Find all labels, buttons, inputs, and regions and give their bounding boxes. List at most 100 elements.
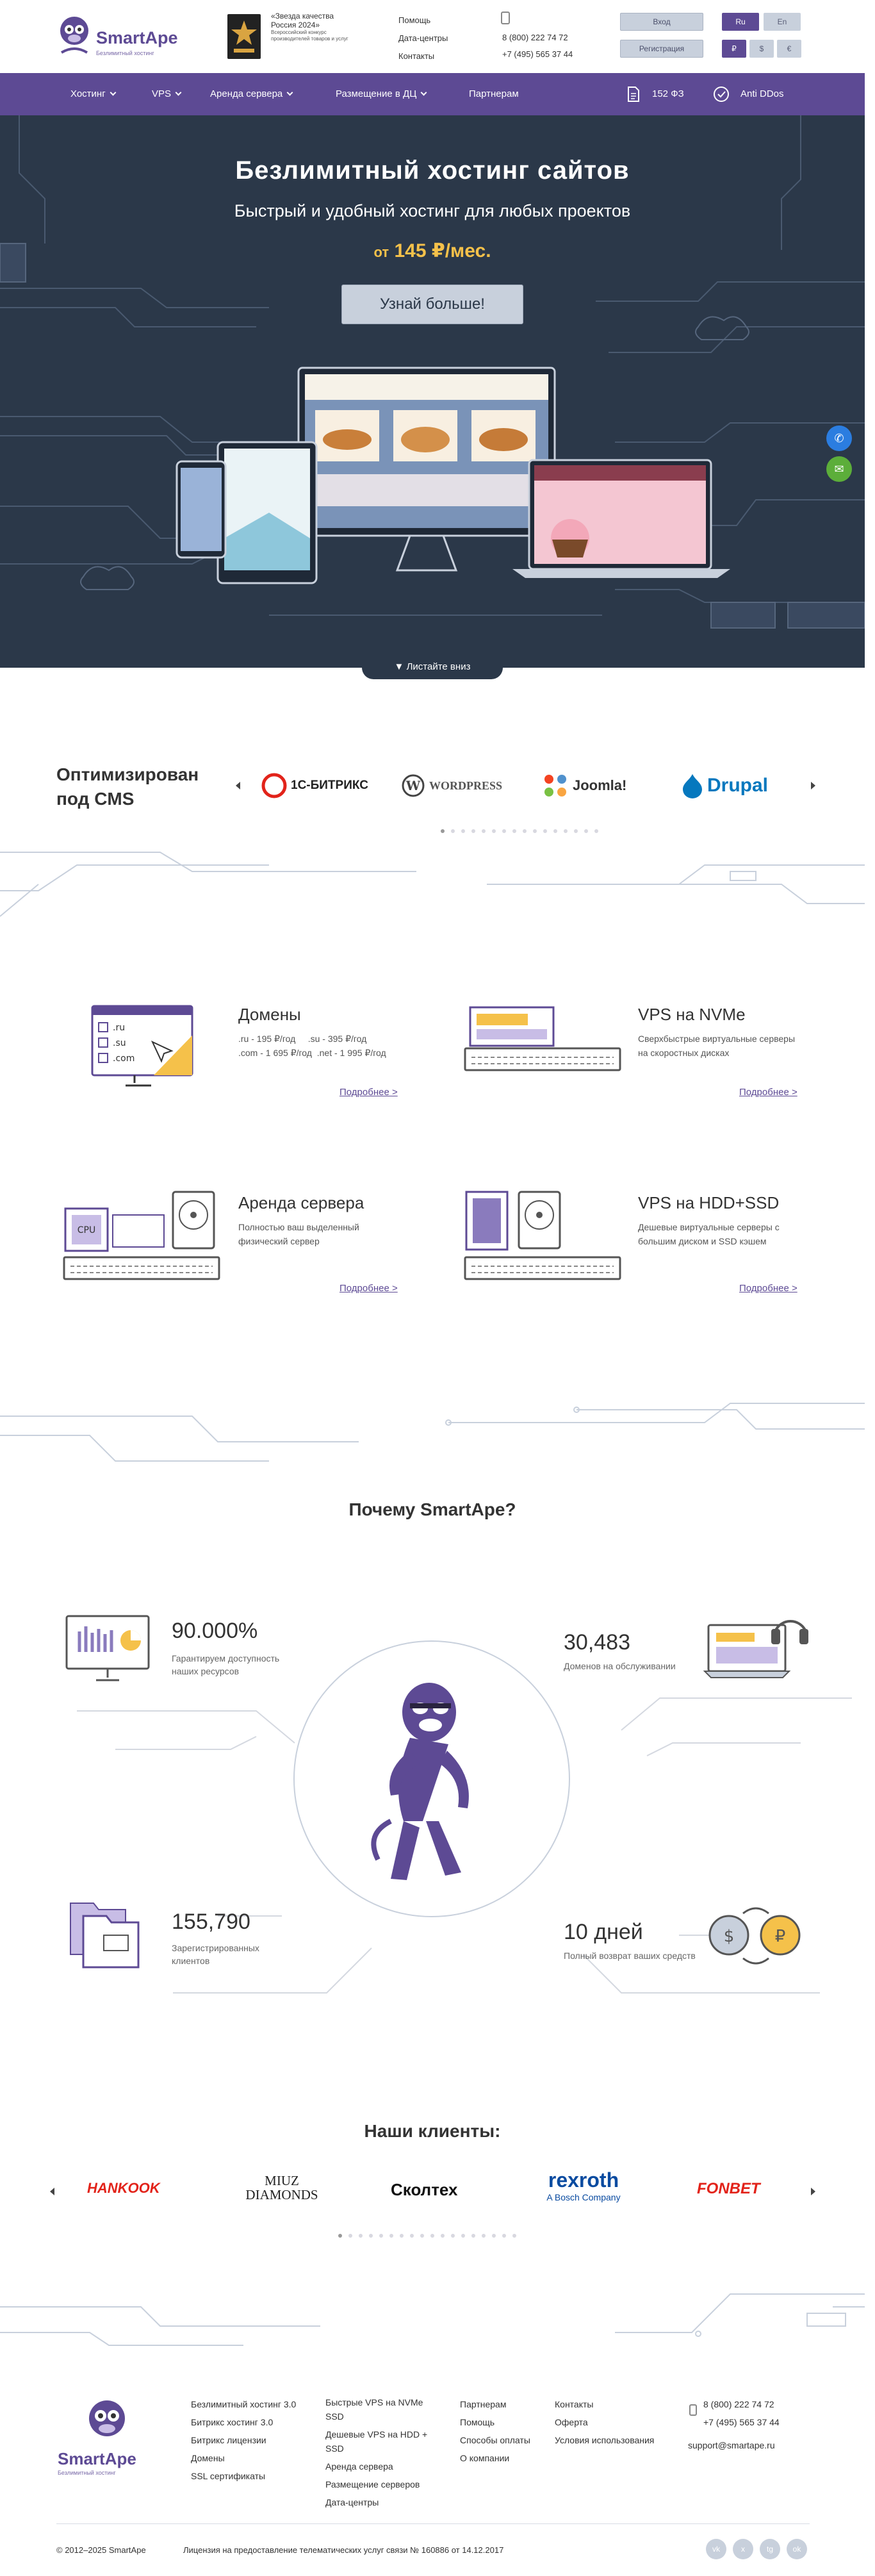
footer-link[interactable]: О компании: [460, 2453, 510, 2463]
vps-hdd-line2: большим диском и SSD кэшем: [638, 1236, 767, 1246]
footer-link[interactable]: Дата-центры: [325, 2497, 379, 2507]
footer-link[interactable]: Помощь: [460, 2417, 495, 2427]
stat-uptime-line1: Гарантируем доступность: [172, 1653, 280, 1664]
footer-link[interactable]: Размещение серверов: [325, 2479, 420, 2489]
footer-email[interactable]: support@smartape.ru: [688, 2440, 775, 2450]
stat-uptime-line2: наших ресурсов: [172, 1666, 240, 1676]
footer-link[interactable]: Способы оплаты: [460, 2435, 530, 2445]
clients-carousel-dots[interactable]: [338, 2234, 516, 2238]
joomla-icon: [544, 775, 566, 797]
footer-link[interactable]: Безлимитный хостинг 3.0: [191, 2399, 297, 2409]
service-domains-more-link[interactable]: Подробнее >: [339, 1087, 398, 1098]
telegram-icon[interactable]: tg: [760, 2539, 780, 2559]
phone-free[interactable]: 8 (800) 222 74 72: [502, 33, 568, 42]
cms-carousel-dots[interactable]: [441, 829, 598, 833]
service-server-rent-title[interactable]: Аренда сервера: [238, 1193, 364, 1212]
currency-eur-button[interactable]: €: [777, 40, 801, 58]
nav-vps[interactable]: VPS: [152, 73, 182, 115]
nav-partners-label: Партнерам: [469, 88, 519, 99]
footer-link[interactable]: Условия использования: [555, 2435, 655, 2445]
nav-152fz[interactable]: 152 ФЗ: [652, 88, 684, 99]
footer-link[interactable]: Партнерам: [460, 2399, 507, 2409]
nav-hosting[interactable]: Хостинг: [70, 73, 117, 115]
footer-link[interactable]: Контакты: [555, 2399, 594, 2409]
clients-next-arrow[interactable]: [811, 2188, 815, 2195]
phone-moscow[interactable]: +7 (495) 565 37 44: [502, 49, 573, 59]
service-domains-title[interactable]: Домены: [238, 1005, 301, 1024]
vk-icon[interactable]: vk: [706, 2539, 726, 2559]
link-datacenters[interactable]: Дата-центры: [398, 33, 448, 43]
nav-partners[interactable]: Партнерам: [469, 73, 519, 115]
currency-rub-button[interactable]: ₽: [722, 40, 746, 58]
cms-title-line1: Оптимизирован: [56, 764, 199, 784]
x-icon[interactable]: x: [733, 2539, 753, 2559]
monkey-logo-icon: [89, 2400, 125, 2436]
currency-usd-button[interactable]: $: [749, 40, 774, 58]
vps-hdd-line1: Дешевые виртуальные серверы с: [638, 1222, 780, 1232]
drupal-icon: [683, 774, 702, 798]
client-miuz[interactable]: MIUZ DIAMONDS: [245, 2173, 318, 2202]
footer-link[interactable]: Битрикс хостинг 3.0: [191, 2417, 274, 2427]
register-button[interactable]: Регистрация: [620, 40, 703, 58]
link-contacts[interactable]: Контакты: [398, 51, 435, 61]
service-server-rent-more-link[interactable]: Подробнее >: [339, 1283, 398, 1294]
nav-antiddos[interactable]: Anti DDos: [740, 88, 784, 99]
cms-logo-joomla[interactable]: Joomla!: [542, 766, 657, 805]
footer-link[interactable]: Домены: [191, 2453, 225, 2463]
client-hankook[interactable]: HANKOOK: [87, 2180, 160, 2196]
why-lines: [77, 1697, 852, 1994]
lang-en-button[interactable]: En: [764, 13, 801, 31]
star-icon: [231, 21, 257, 53]
clients-prev-arrow[interactable]: [50, 2188, 54, 2195]
footer-link[interactable]: Аренда сервера: [325, 2461, 393, 2472]
footer-link[interactable]: Оферта: [555, 2417, 588, 2427]
bitrix-label: 1С-БИТРИКС: [291, 779, 368, 792]
footer-link[interactable]: Дешевые VPS на HDD + SSD: [325, 2429, 428, 2454]
cms-title-line2: под CMS: [56, 789, 135, 809]
nav-colocation[interactable]: Размещение в ДЦ: [336, 73, 427, 115]
service-server-rent-text: Полностью ваш выделенный физический серв…: [238, 1220, 359, 1248]
cms-next-arrow[interactable]: [811, 782, 815, 789]
footer-link[interactable]: SSL сертификаты: [191, 2471, 266, 2481]
client-rexroth[interactable]: rexroth A Bosch Company: [529, 2168, 638, 2202]
service-vps-nvme-title[interactable]: VPS на NVMe: [638, 1005, 746, 1024]
lang-ru-button[interactable]: Ru: [722, 13, 759, 31]
logo[interactable]: SmartApe Безлимитный хостинг: [56, 12, 178, 63]
chat-icon[interactable]: ✉: [826, 456, 852, 482]
nav-server-rent[interactable]: Аренда сервера: [210, 73, 293, 115]
cms-logo-drupal[interactable]: Drupal: [682, 766, 790, 805]
footer-link[interactable]: Быстрые VPS на NVMe SSD: [325, 2397, 423, 2422]
domains-prices-line1: .ru - 195 ₽/год .su - 395 ₽/год: [238, 1034, 367, 1044]
footer-phone-moscow[interactable]: +7 (495) 565 37 44: [703, 2417, 780, 2427]
service-domains-text: .ru - 195 ₽/год .su - 395 ₽/год .com - 1…: [238, 1032, 386, 1060]
scroll-down-button[interactable]: ▼ Листайте вниз: [362, 657, 503, 679]
mascot-circle: [293, 1640, 570, 1917]
client-fonbet[interactable]: FONBET: [697, 2180, 760, 2197]
chevron-down-icon: [110, 89, 117, 96]
cms-logo-bitrix[interactable]: 1С-БИТРИКС: [261, 766, 370, 805]
client-rexroth-name: rexroth: [548, 2168, 619, 2192]
cms-logo-wordpress[interactable]: W WORDPRESS: [401, 766, 516, 805]
footer-col-legal: Контакты Оферта Условия использования: [555, 2395, 654, 2449]
hero-title: Безлимитный хостинг сайтов: [235, 156, 630, 185]
footer-logo[interactable]: SmartApe Безлимитный хостинг: [56, 2397, 159, 2480]
odnoklassniki-icon[interactable]: ok: [787, 2539, 807, 2559]
footer-logo-tagline: Безлимитный хостинг: [58, 2470, 116, 2476]
login-button[interactable]: Вход: [620, 13, 703, 31]
domain-com-text: .com: [113, 1053, 135, 1064]
link-help[interactable]: Помощь: [398, 15, 431, 25]
cms-title: Оптимизирован под CMS: [56, 763, 199, 811]
client-skoltech[interactable]: Сколтех: [391, 2180, 458, 2199]
footer-phone-free[interactable]: 8 (800) 222 74 72: [703, 2399, 774, 2409]
nav-colocation-label: Размещение в ДЦ: [336, 88, 417, 99]
cms-prev-arrow[interactable]: [236, 782, 240, 789]
nav-hosting-label: Хостинг: [70, 88, 106, 99]
service-vps-hdd-title[interactable]: VPS на HDD+SSD: [638, 1193, 780, 1212]
service-vps-hdd-more-link[interactable]: Подробнее >: [739, 1283, 797, 1294]
phone-callback-icon[interactable]: ✆: [826, 425, 852, 451]
service-vps-nvme-more-link[interactable]: Подробнее >: [739, 1087, 797, 1098]
stat-clients-value: 155,790: [172, 1910, 250, 1934]
footer-link[interactable]: Битрикс лицензии: [191, 2435, 266, 2445]
learn-more-button[interactable]: Узнай больше!: [341, 285, 523, 324]
